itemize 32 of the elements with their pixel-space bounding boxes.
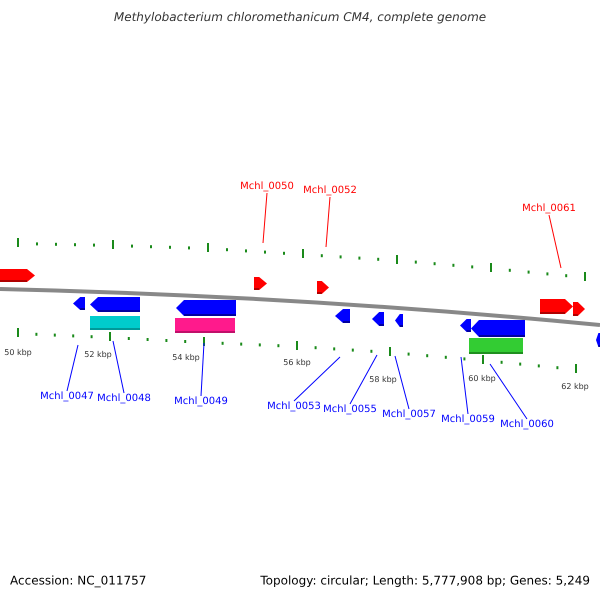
scale-label: 58 kbp — [369, 375, 397, 385]
leader-line — [490, 364, 528, 420]
leader-line — [350, 354, 378, 404]
footer-text: Accession: NC_011757 — [10, 574, 146, 588]
scale-label: 52 kbp — [84, 350, 112, 360]
leader-line — [262, 192, 268, 244]
footer-text: Topology: circular; Length: 5,777,908 bp; Genes: 5,249 — [260, 574, 590, 588]
gene-label: Mchl_0047 — [40, 391, 94, 403]
gene-label: Mchl_0055 — [323, 404, 377, 416]
scale-label: 62 kbp — [561, 382, 589, 392]
gene-label: Mchl_0061 — [522, 203, 576, 215]
gene-label: Mchl_0048 — [97, 393, 151, 405]
gene-label: Mchl_0059 — [441, 414, 495, 426]
gene-label: Mchl_0052 — [303, 185, 357, 197]
leader-line — [66, 344, 78, 392]
gene-label: Mchl_0050 — [240, 181, 294, 193]
leader-line — [200, 342, 204, 396]
gene-label: Mchl_0057 — [382, 409, 436, 421]
leader-line — [294, 356, 340, 402]
scale-label: 56 kbp — [283, 358, 311, 368]
leader-line — [394, 356, 410, 410]
leader-line — [548, 214, 562, 268]
scale-label: 54 kbp — [172, 353, 200, 363]
scale-label: 50 kbp — [4, 348, 32, 358]
gene-label: Mchl_0049 — [174, 396, 228, 408]
diagram-title: Methylobacterium chloromethanicum CM4, complete genome — [112, 9, 488, 25]
leader-line — [326, 196, 330, 248]
scale-label: 60 kbp — [468, 374, 496, 384]
leader-line — [112, 340, 124, 394]
gene-label: Mchl_0053 — [267, 401, 321, 413]
leader-line — [460, 356, 468, 414]
gene-label: Mchl_0060 — [500, 419, 554, 431]
